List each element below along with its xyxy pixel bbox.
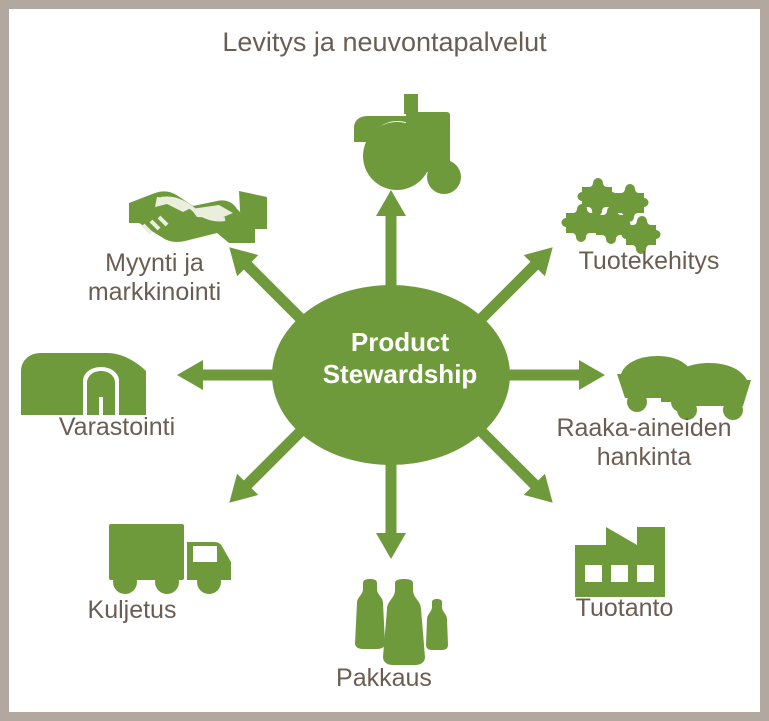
factory-icon <box>575 527 665 597</box>
node-label-tuotekehitys[interactable]: Tuotekehitys <box>578 247 720 275</box>
sacks-icon <box>355 579 448 665</box>
diagram-title: Levitys ja neuvontapalvelut <box>222 27 547 57</box>
arrow-left-varastointi <box>177 360 277 390</box>
tractor-icon <box>354 94 461 194</box>
node-label-tuotanto[interactable]: Tuotanto <box>575 594 674 622</box>
puzzle-pieces-icon <box>561 178 661 254</box>
warehouse-barn-icon <box>21 353 146 415</box>
arrow-down-left-kuljetus <box>218 421 311 514</box>
node-label-varastointi[interactable]: Varastointi <box>58 413 176 441</box>
loaded-wagons-icon <box>617 356 751 420</box>
center-ellipse[interactable] <box>272 285 510 465</box>
handshake-icon <box>129 191 267 243</box>
arrow-up-levitys <box>376 190 406 290</box>
diagram-labels: Levitys ja neuvontapalvelut Product Stew… <box>9 9 760 712</box>
node-label-pakkaus[interactable]: Pakkaus <box>336 664 432 692</box>
node-label-kuljetus[interactable]: Kuljetus <box>87 596 177 624</box>
arrow-down-pakkaus <box>376 459 406 559</box>
diagram-canvas: Levitys ja neuvontapalvelut Product Stew… <box>9 9 760 712</box>
node-label-myynti-ja-markkinointi[interactable]: Myynti ja markkinointi <box>87 249 222 306</box>
arrow-right-raaka-aineiden <box>505 360 605 390</box>
product-stewardship-diagram <box>21 94 751 665</box>
center-node-label: Product Stewardship <box>322 327 478 389</box>
delivery-truck-icon <box>109 524 231 594</box>
node-label-raaka-aineiden-hankinta[interactable]: Raaka-aineiden hankinta <box>556 414 732 471</box>
